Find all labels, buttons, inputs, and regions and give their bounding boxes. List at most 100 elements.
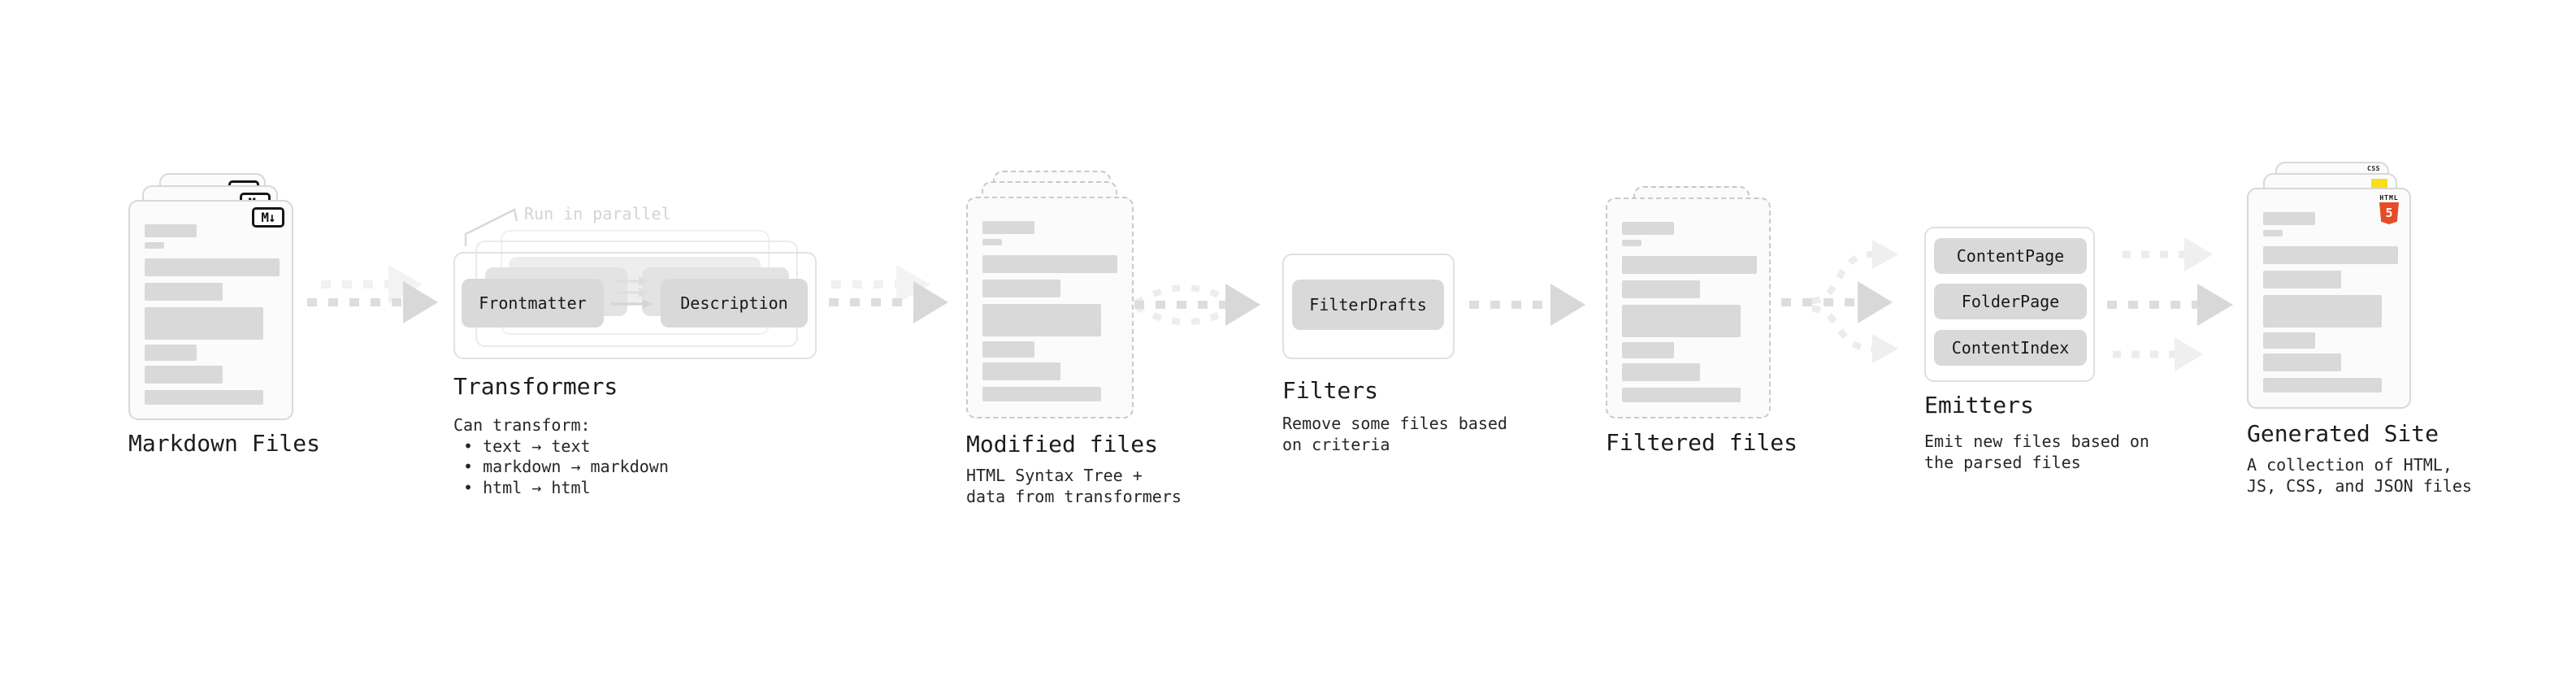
skeleton-bar <box>2263 354 2341 371</box>
skeleton-bar <box>145 390 263 405</box>
description-line: data from transformers <box>966 486 1182 506</box>
description-line: on criteria <box>1282 434 1390 454</box>
pill-contentpage: ContentPage <box>1934 238 2087 274</box>
merge-curve-bottom <box>1134 303 1233 326</box>
file-card-front <box>966 197 1134 419</box>
description-line: Emit new files based on <box>1924 432 2149 451</box>
split-curve-down <box>1811 306 1873 352</box>
skeleton-content <box>145 224 280 405</box>
description-bullet: • html → html <box>463 477 591 497</box>
skeleton-bar <box>982 221 1034 234</box>
ghost-arrowhead <box>2184 237 2213 271</box>
description-line: Remove some files based <box>1282 414 1507 433</box>
description-line: HTML Syntax Tree + <box>966 466 1143 485</box>
description-line: A collection of HTML, <box>2247 455 2452 475</box>
stage-title: Transformers <box>453 373 618 400</box>
skeleton-bar <box>2263 246 2398 264</box>
run-in-parallel-note: Run in parallel <box>524 204 671 223</box>
skeleton-bar <box>982 239 1002 245</box>
skeleton-bar <box>2263 271 2341 288</box>
skeleton-content <box>982 221 1117 401</box>
skeleton-bar <box>1622 388 1741 402</box>
file-card-front <box>1606 197 1771 419</box>
arrowhead <box>1858 281 1893 323</box>
stage-title: Filters <box>1282 377 1379 404</box>
stage-description: Remove some files based on criteria <box>1282 414 1507 455</box>
stage-title: Filtered files <box>1606 429 1798 456</box>
skeleton-bar <box>145 258 280 276</box>
arrowhead <box>403 281 438 323</box>
ghost-arrowhead <box>896 265 930 304</box>
skeleton-bar <box>145 307 263 340</box>
arrow-filters-to-filtered <box>1469 284 1585 326</box>
stage-title: Generated Site <box>2247 420 2439 447</box>
html5-icon: HTML 5 <box>2379 194 2400 224</box>
file-card-front: M↓ <box>128 200 293 420</box>
skeleton-bar <box>1622 342 1674 358</box>
stage-title: Emitters <box>1924 392 2034 419</box>
skeleton-content <box>2263 212 2398 393</box>
skeleton-bar <box>982 255 1117 273</box>
skeleton-bar <box>982 280 1060 297</box>
markdown-icon: M↓ <box>252 207 284 228</box>
skeleton-bar <box>982 387 1101 401</box>
stage-title: Modified files <box>966 431 1159 458</box>
description-line: Can transform: <box>453 415 591 435</box>
ghost-arrowhead <box>1872 334 1898 363</box>
description-line: JS, CSS, and JSON files <box>2247 475 2472 496</box>
html5-icon-label: HTML <box>2379 194 2399 202</box>
pill-description: Description <box>661 279 808 327</box>
css-icon-label: CSS <box>2367 165 2380 172</box>
arrowhead <box>1550 284 1585 326</box>
skeleton-bar <box>1622 240 1641 246</box>
skeleton-bar <box>1622 256 1757 274</box>
skeleton-bar <box>982 362 1060 380</box>
skeleton-bar <box>1622 305 1741 337</box>
skeleton-bar <box>2263 378 2382 393</box>
html5-icon-number: 5 <box>2385 206 2393 220</box>
pill-filterdrafts: FilterDrafts <box>1292 280 1444 330</box>
skeleton-bar <box>1622 363 1700 381</box>
split-curve-up <box>1811 251 1873 304</box>
ghost-arrowhead <box>388 265 423 304</box>
stage-description: HTML Syntax Tree + data from transformer… <box>966 466 1182 507</box>
pill-frontmatter: Frontmatter <box>462 279 604 327</box>
description-line: the parsed files <box>1924 452 2081 472</box>
skeleton-bar <box>1622 280 1700 298</box>
pill-contentindex: ContentIndex <box>1934 330 2087 366</box>
skeleton-bar <box>2263 295 2382 327</box>
arrowhead <box>2197 284 2233 326</box>
arrow-modified-to-filters-merge <box>1134 284 1260 326</box>
stage-description: Emit new files based on the parsed files <box>1924 432 2149 473</box>
skeleton-content <box>1622 222 1757 402</box>
skeleton-bar <box>982 304 1101 336</box>
description-bullet: • text → text <box>463 436 591 456</box>
skeleton-bar <box>145 224 197 237</box>
description-bullet: • markdown → markdown <box>463 457 669 476</box>
arrow-markdown-to-transformers <box>307 265 438 323</box>
skeleton-bar <box>145 283 223 301</box>
stage-description: Can transform: • text → text • markdown … <box>453 415 669 498</box>
arrows-emitters-to-generated <box>2107 237 2233 371</box>
html5-icon-shield: 5 <box>2379 202 2399 224</box>
ghost-arrowhead <box>2175 337 2203 371</box>
skeleton-bar <box>2263 230 2283 236</box>
skeleton-bar <box>2263 212 2315 225</box>
pill-folderpage: FolderPage <box>1934 284 2087 319</box>
arrowhead <box>1225 284 1260 326</box>
file-card-front: HTML 5 <box>2247 188 2411 409</box>
transformer-container-front <box>453 252 817 359</box>
skeleton-bar <box>2263 332 2315 349</box>
arrow-filtered-to-emitters-split <box>1781 240 1898 363</box>
merge-curve-top <box>1134 284 1233 306</box>
skeleton-bar <box>1622 222 1674 235</box>
arrow-transformers-to-modified <box>829 265 948 323</box>
arrowhead <box>913 281 948 323</box>
stage-description: A collection of HTML, JS, CSS, and JSON … <box>2247 455 2472 497</box>
skeleton-bar <box>145 242 164 249</box>
ghost-arrowhead <box>1872 240 1898 269</box>
stage-title: Markdown Files <box>128 430 321 457</box>
skeleton-bar <box>982 341 1034 358</box>
skeleton-bar <box>145 345 197 361</box>
